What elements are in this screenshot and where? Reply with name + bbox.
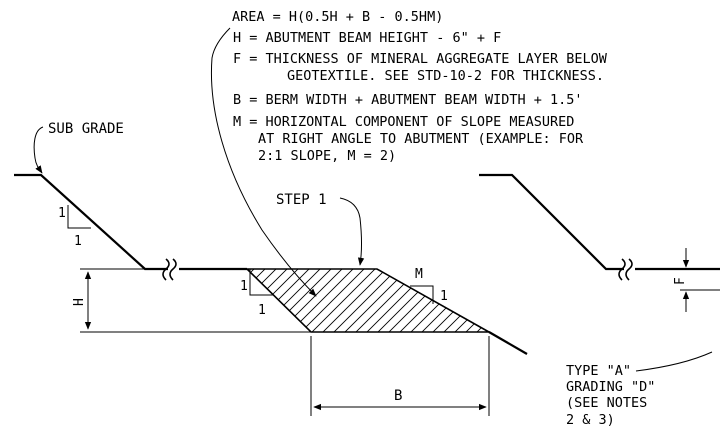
left-slope-rise: 1	[58, 206, 66, 221]
hatch-line	[292, 269, 374, 332]
type-a-line4: 2 & 3)	[566, 412, 615, 428]
left-ground-profile	[14, 173, 247, 281]
hatch-line	[336, 269, 418, 332]
b-dimension: B	[310, 336, 490, 416]
h-dimension: H	[72, 271, 92, 330]
hatch-line	[524, 260, 604, 340]
hatch-line	[435, 269, 489, 332]
hatch-line	[424, 269, 489, 332]
hatch-line	[247, 269, 308, 332]
hatch-line	[248, 269, 330, 332]
hatch-line	[247, 269, 275, 332]
hatch-line	[247, 269, 297, 332]
b-label: B	[394, 388, 402, 404]
sub-grade-label: SUB GRADE	[48, 121, 124, 137]
inner-slope-rise: 1	[240, 279, 248, 294]
m-slope-rise: 1	[440, 289, 448, 304]
hatch-line	[535, 260, 615, 340]
slope-extension-line	[488, 331, 528, 355]
sub-grade-callout: SUB GRADE	[33, 121, 124, 174]
type-a-line3: (SEE NOTES	[566, 395, 647, 411]
hatch-line	[446, 269, 489, 332]
m-label: M	[415, 267, 423, 282]
note-m-line2: AT RIGHT ANGLE TO ABUTMENT (EXAMPLE: FOR	[258, 131, 584, 147]
left-slope-indicator: 1 1	[58, 205, 91, 249]
hatch-line	[314, 269, 396, 332]
hatch-line	[161, 260, 241, 340]
hatch-line	[358, 269, 440, 332]
formula-notes: AREA = H(0.5H + B - 0.5HM) H = ABUTMENT …	[232, 9, 608, 164]
note-f-line1: F = THICKNESS OF MINERAL AGGREGATE LAYER…	[233, 51, 608, 67]
inner-slope-indicator: 1 1	[240, 269, 273, 318]
hatch-line	[546, 260, 626, 340]
hatch-line	[557, 260, 637, 340]
f-label: F	[673, 277, 688, 285]
type-a-line1: TYPE "A"	[566, 363, 631, 379]
hatch-line	[513, 260, 593, 340]
hatch-line	[325, 269, 407, 332]
f-dimension: F	[673, 248, 690, 312]
hatch-line	[479, 269, 489, 332]
hatch-line	[259, 269, 341, 332]
inner-slope-run: 1	[258, 303, 266, 318]
left-slope-run: 1	[74, 234, 82, 249]
h-label: H	[72, 298, 87, 306]
hatch-line	[502, 260, 582, 340]
note-f-line2: GEOTEXTILE. SEE STD-10-2 FOR THICKNESS.	[287, 68, 604, 84]
hatch-line	[491, 260, 571, 340]
note-m-line1: M = HORIZONTAL COMPONENT OF SLOPE MEASUR…	[233, 114, 574, 130]
m-slope-indicator: M 1	[410, 267, 448, 304]
hatch-line	[457, 269, 489, 332]
step-1-label: STEP 1	[276, 192, 327, 208]
type-a-line2: GRADING "D"	[566, 379, 655, 395]
hatch-line	[247, 269, 253, 332]
type-a-note: TYPE "A" GRADING "D" (SEE NOTES 2 & 3)	[566, 351, 713, 428]
note-m-line3: 2:1 SLOPE, M = 2)	[258, 148, 396, 164]
step-1-callout: STEP 1	[276, 192, 365, 266]
hatch-line	[303, 269, 385, 332]
hatch-line	[247, 269, 286, 332]
right-ground-profile	[479, 173, 720, 291]
area-leader	[210, 27, 317, 297]
hatch-line	[150, 260, 230, 340]
note-b: B = BERM WIDTH + ABUTMENT BEAM WIDTH + 1…	[233, 92, 583, 108]
hatch-line	[270, 269, 352, 332]
note-h: H = ABUTMENT BEAM HEIGHT - 6" + F	[233, 30, 501, 46]
note-area: AREA = H(0.5H + B - 0.5HM)	[232, 9, 443, 25]
step-fill-area	[150, 260, 637, 340]
